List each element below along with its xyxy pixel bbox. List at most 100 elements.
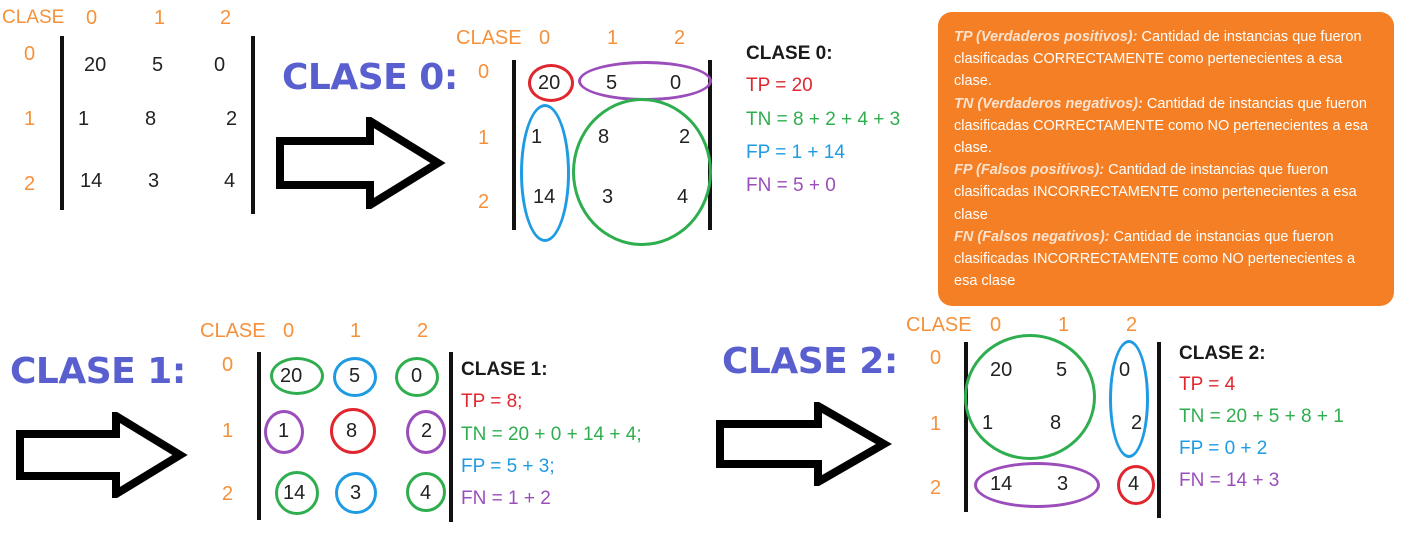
tp-formula: TP = 20 [746, 75, 813, 96]
matrix-cell: 4 [677, 186, 689, 208]
arrow-right-icon [716, 402, 892, 486]
results-title: CLASE 0: [746, 43, 833, 64]
matrix-cell: 1 [78, 108, 90, 130]
col-label: 1 [607, 27, 619, 49]
matrix-header-label: CLASE [2, 7, 65, 28]
matrix-cell: 5 [152, 54, 164, 76]
definition-desc: Cantidad de instancias que fueron clasif… [954, 162, 1357, 223]
col-label: 0 [86, 7, 98, 29]
matrix-cell: 0 [411, 365, 423, 387]
definition-tp: TP (Verdaderos positivos): Cantidad de i… [954, 26, 1378, 93]
fn-circle [406, 410, 446, 454]
tp-formula: TP = 4 [1179, 374, 1236, 395]
row-label: 0 [222, 354, 234, 376]
definition-term: TP (Verdaderos positivos): [954, 29, 1138, 45]
clase0-title: CLASE 0: [282, 57, 458, 98]
fp-formula: FP = 0 + 2 [1179, 438, 1268, 459]
fn-circle [264, 410, 304, 454]
definition-desc: Cantidad de instancias que fueron clasif… [954, 95, 1368, 157]
matrix-cell: 0 [670, 72, 682, 94]
matrix-cell: 2 [226, 108, 238, 130]
matrix-left-bar [964, 342, 968, 512]
matrix-cell: 8 [1050, 412, 1062, 434]
row-label: 1 [222, 420, 234, 442]
matrix-cell: 4 [1128, 473, 1140, 495]
row-label: 1 [930, 413, 942, 435]
matrix-left-bar [257, 352, 261, 520]
definitions-box: TP (Verdaderos positivos): Cantidad de i… [938, 12, 1394, 306]
tp-formula: TP = 8; [461, 391, 523, 412]
arrow-right-icon [276, 117, 446, 209]
definition-term: FN (Falsos negativos): [954, 228, 1110, 245]
tn-circle [275, 471, 319, 515]
col-label: 1 [154, 7, 166, 29]
fn-formula: FN = 5 + 0 [746, 175, 836, 196]
definition-fp: FP (Falsos positivos): Cantidad de insta… [954, 159, 1378, 226]
fn-formula: FN = 14 + 3 [1179, 470, 1280, 491]
fp-formula: FP = 5 + 3; [461, 456, 555, 477]
tn-formula: TN = 20 + 0 + 14 + 4; [461, 424, 642, 445]
tn-ellipse [572, 98, 712, 246]
definition-tn: TN (Verdaderos negativos): Cantidad de i… [954, 93, 1378, 160]
col-label: 2 [220, 7, 232, 29]
matrix-cell: 1 [531, 126, 543, 148]
matrix-cell: 8 [598, 126, 610, 148]
tn-circle [270, 357, 324, 395]
matrix-cell: 2 [679, 126, 691, 148]
matrix-header-label: CLASE [456, 27, 522, 49]
row-label: 2 [24, 173, 36, 195]
tn-formula: TN = 20 + 5 + 8 + 1 [1179, 406, 1344, 427]
row-label: 0 [930, 347, 942, 369]
definition-term: FP (Falsos positivos): [954, 162, 1105, 179]
matrix-cell: 4 [420, 482, 432, 504]
fn-formula: FN = 1 + 2 [461, 488, 551, 509]
tp-circle [528, 64, 574, 102]
matrix-cell: 5 [606, 72, 618, 94]
matrix-right-bar [449, 352, 453, 522]
col-label: 0 [990, 314, 1002, 336]
tn-ellipse [964, 334, 1096, 460]
row-label: 0 [478, 61, 490, 83]
matrix-cell: 14 [283, 482, 306, 504]
row-label: 2 [930, 477, 942, 499]
tn-circle [395, 357, 439, 397]
matrix-cell: 1 [278, 420, 290, 442]
matrix-header-label: CLASE [200, 320, 266, 342]
tp-circle [330, 408, 376, 454]
fp-circle [333, 357, 377, 397]
fp-ellipse [1109, 340, 1149, 458]
arrow-right-icon [16, 412, 188, 498]
row-label: 1 [478, 127, 490, 149]
matrix-cell: 8 [145, 108, 157, 130]
definition-term: TN (Verdaderos negativos): [954, 95, 1143, 112]
col-label: 0 [283, 320, 295, 342]
tn-circle [406, 472, 446, 512]
matrix-cell: 8 [346, 420, 358, 442]
matrix-cell: 20 [538, 72, 561, 94]
row-label: 1 [24, 108, 36, 130]
matrix-right-bar [708, 60, 712, 230]
col-label: 0 [539, 27, 551, 49]
col-label: 2 [674, 27, 686, 49]
matrix-cell: 14 [990, 473, 1013, 495]
matrix-cell: 20 [280, 365, 303, 387]
matrix-cell: 5 [1056, 359, 1068, 381]
matrix-cell: 1 [982, 412, 994, 434]
tp-circle [1117, 465, 1155, 505]
clase2-title: CLASE 2: [722, 341, 898, 382]
matrix-right-bar [1157, 342, 1161, 518]
row-label: 0 [24, 43, 36, 65]
results-title: CLASE 1: [461, 359, 548, 380]
definition-fn: FN (Falsos negativos): Cantidad de insta… [954, 226, 1378, 293]
col-label: 2 [417, 320, 429, 342]
row-label: 2 [222, 483, 234, 505]
row-label: 2 [478, 191, 490, 213]
matrix-cell: 20 [84, 54, 107, 76]
fn-ellipse [974, 462, 1100, 508]
fn-ellipse [578, 61, 712, 101]
definition-desc: Cantidad de instancias que fueron clasif… [954, 228, 1356, 290]
matrix-cell: 0 [214, 54, 226, 76]
results-title: CLASE 2: [1179, 343, 1266, 364]
fp-ellipse [520, 104, 570, 242]
matrix-cell: 14 [533, 186, 556, 208]
